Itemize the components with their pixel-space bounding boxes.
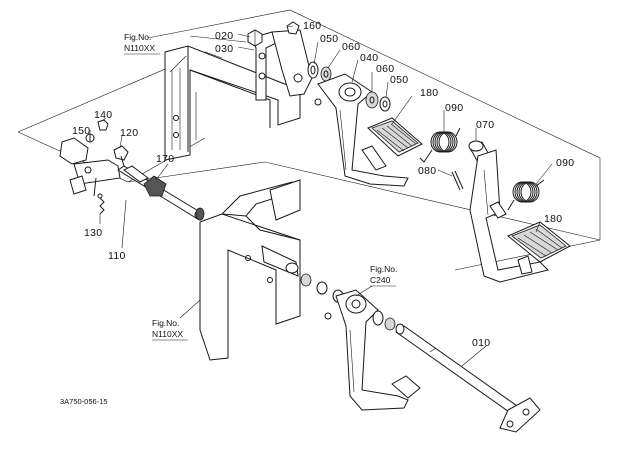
part-labels: 020 160 030 050 060 040 060 050 180 090 … (72, 20, 574, 349)
label-060-upper: 060 (342, 41, 360, 53)
label-020: 020 (215, 30, 233, 42)
lever-170 (123, 165, 167, 197)
label-140: 140 (94, 109, 112, 121)
nut-020 (247, 29, 263, 47)
leader-lines (89, 25, 553, 367)
label-090-lower: 090 (556, 157, 574, 169)
figure-references: Fig.No. N110XX Fig.No. C240 Fig.No. N110… (124, 32, 397, 341)
label-060-mid: 060 (376, 63, 394, 75)
label-050-upper: 050 (320, 33, 338, 45)
bolt-120 (113, 145, 129, 167)
pedal-pad-180-upper (367, 117, 423, 157)
ref-bottom-line1: Fig.No. (152, 318, 179, 328)
pedal-pad-180-lower (507, 221, 571, 263)
bushing-060-mid (365, 91, 379, 109)
label-030: 030 (215, 43, 233, 55)
ref-middle-line2: C240 (370, 275, 391, 285)
spring-130 (97, 193, 105, 215)
label-090-upper: 090 (445, 102, 463, 114)
label-130: 130 (84, 227, 102, 239)
bushing-060-upper (320, 66, 332, 82)
label-160: 160 (303, 20, 321, 32)
pedal-arm-lower-right (469, 149, 549, 283)
label-120: 120 (120, 127, 138, 139)
label-110: 110 (108, 250, 126, 262)
pin-080 (451, 170, 464, 191)
bushing-050-mid (379, 96, 391, 112)
label-080: 080 (418, 165, 436, 177)
label-010: 010 (472, 337, 490, 349)
bolt-140 (97, 119, 109, 131)
spring-090-upper (419, 127, 461, 163)
bushings-lower (372, 310, 396, 331)
label-050-mid: 050 (390, 74, 408, 86)
ref-top-line2: N110XX (124, 43, 155, 53)
label-040: 040 (360, 52, 378, 64)
bushing-050-upper (307, 61, 319, 79)
lever-assembly-left (59, 137, 121, 197)
label-170: 170 (156, 153, 174, 165)
central-bracket (199, 179, 301, 361)
label-150: 150 (72, 125, 90, 137)
label-180-lower: 180 (544, 213, 562, 225)
ref-bottom-line2: N110XX (152, 329, 183, 339)
pedal-arm-040 (314, 73, 409, 187)
rear-frame-upper (164, 45, 301, 161)
ref-top-line1: Fig.No. (124, 32, 151, 42)
plate-160 (271, 21, 313, 97)
region-outlines (17, 9, 601, 271)
clutch-pedal-lower (324, 289, 421, 411)
shaft-010 (395, 323, 541, 433)
ref-middle-line1: Fig.No. (370, 264, 397, 274)
label-180-upper: 180 (420, 87, 438, 99)
spring-090-lower (507, 179, 545, 211)
label-070: 070 (476, 119, 494, 131)
drawing-code: 3A750-056-15 (60, 397, 108, 406)
